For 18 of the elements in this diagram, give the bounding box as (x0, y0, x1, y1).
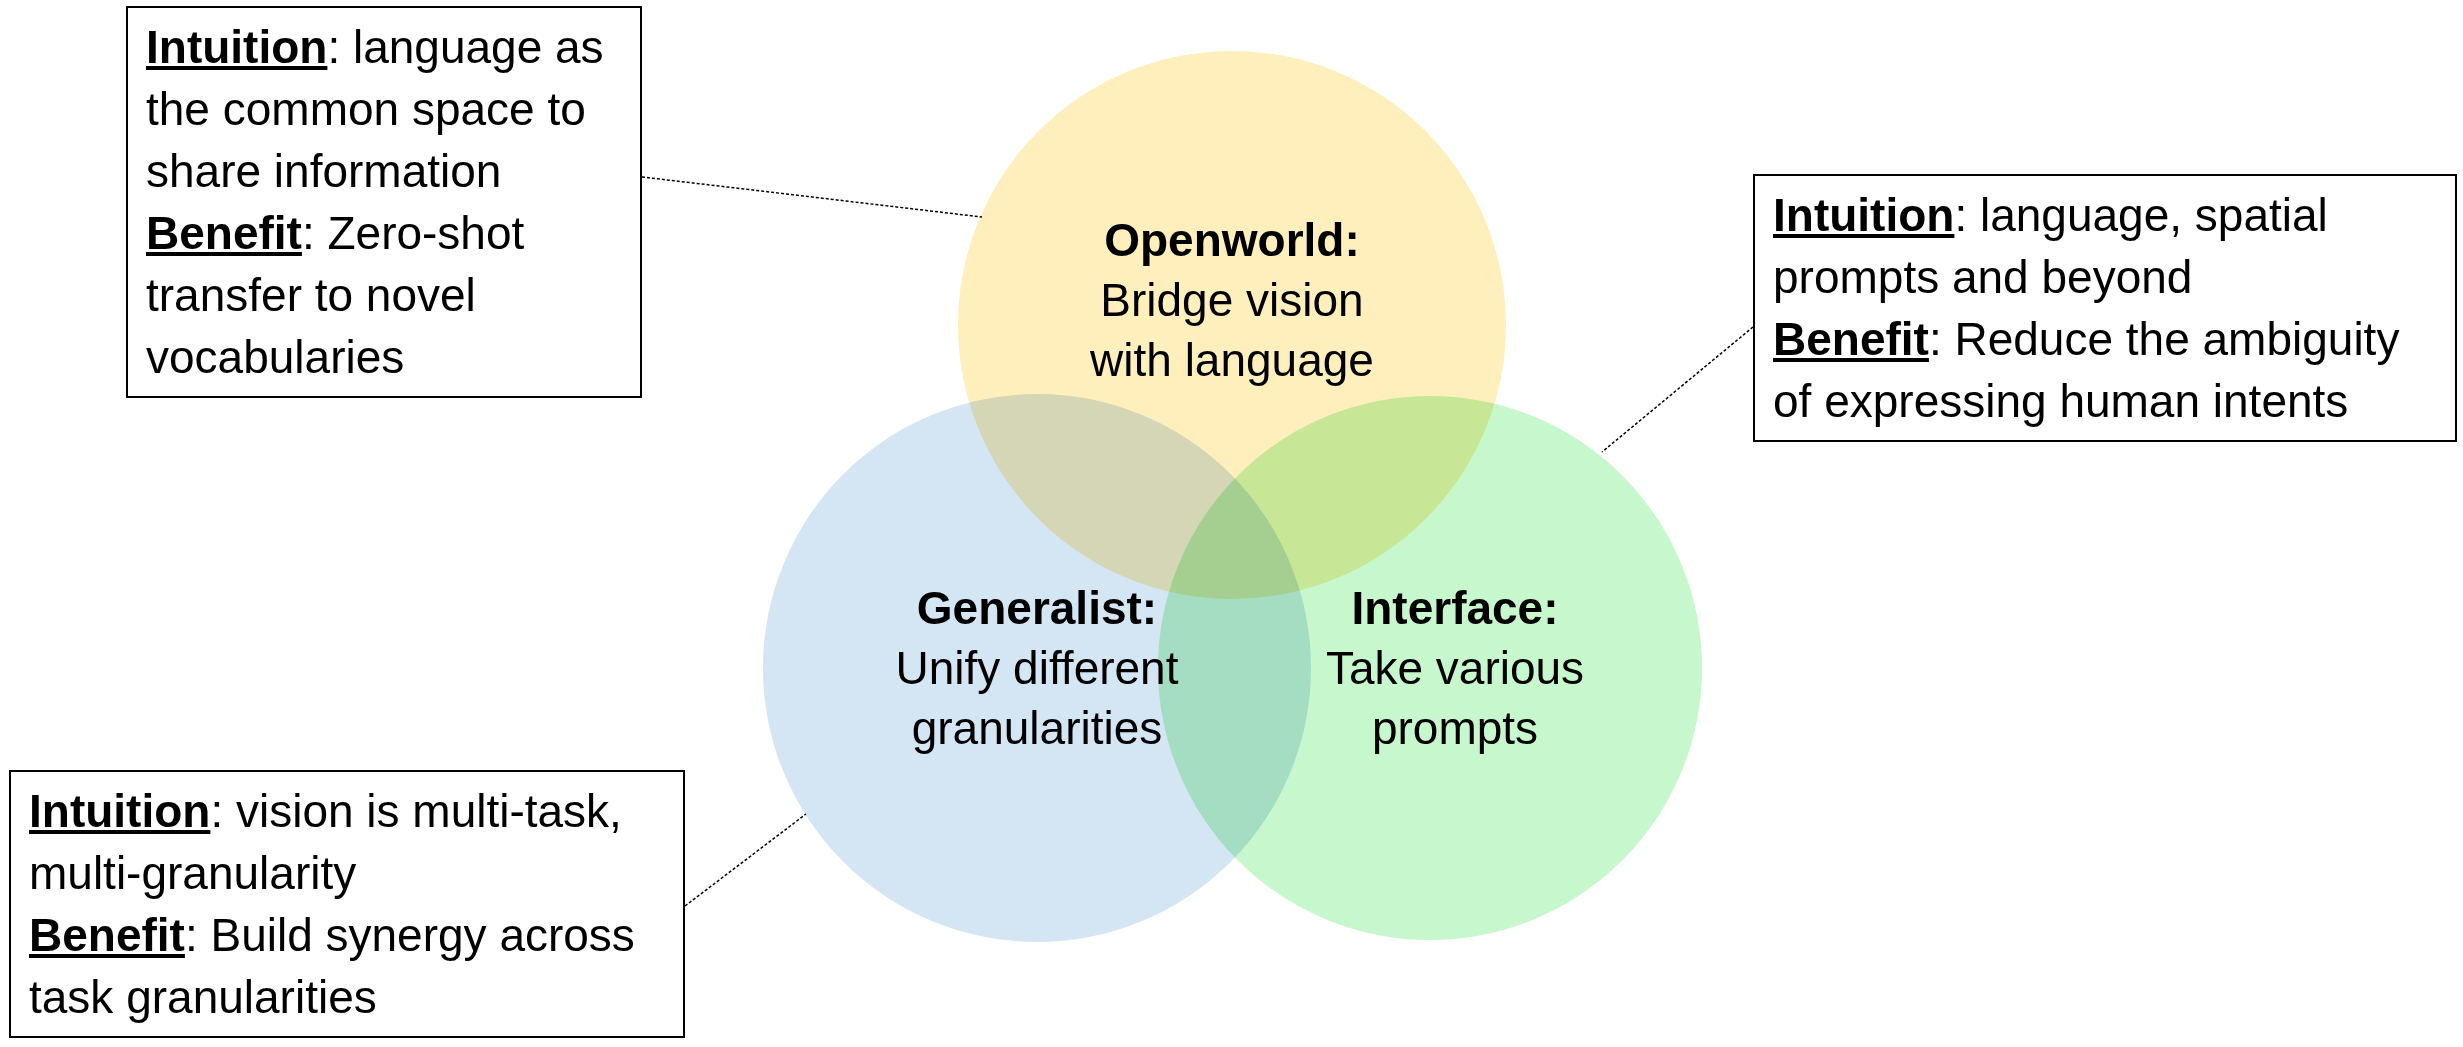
leader-line (1601, 326, 1754, 453)
callout-box (1753, 174, 2457, 442)
circle-heading: Openworld: (1104, 213, 1360, 268)
circle-text: Unify different granularities (894, 641, 1180, 756)
leader-line (684, 813, 807, 907)
callout-box (9, 770, 685, 1038)
callout-text: Intuition: language as the common space to share information (146, 20, 605, 199)
callout-text: Benefit: Zero-shot transfer to novel vocabularies (146, 206, 526, 385)
circle-text: Take various prompts (1324, 641, 1586, 756)
callout-text: Intuition: language, spatial prompts and beyond (1773, 188, 2329, 305)
circle-heading: Generalist: (916, 581, 1158, 636)
circle-text: Bridge vision with language (1089, 273, 1375, 388)
callout-text: Benefit: Reduce the ambiguity of expressing human intents (1773, 312, 2401, 429)
callout-text: Benefit: Build synergy across task granularities (29, 908, 636, 1025)
circle-heading: Interface: (1351, 581, 1559, 636)
leader-line (641, 176, 983, 218)
callout-text: Intuition: vision is multi-task, multi-granularity (29, 784, 623, 901)
callout-box (126, 6, 642, 398)
